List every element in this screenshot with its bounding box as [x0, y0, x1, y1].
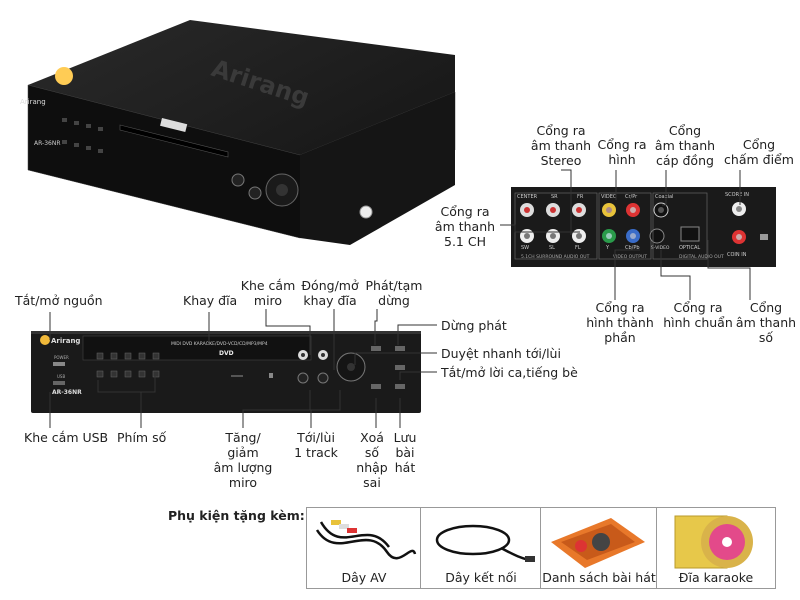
accessory-connect-cable: Dây kết nối	[420, 507, 542, 589]
jack-coaxial-label: Coaxial	[655, 194, 673, 200]
accessory-av-cable-caption: Dây AV	[341, 570, 387, 585]
surround-section-label: 5.1CH SURROUND AUDIO OUT	[521, 254, 590, 260]
accessory-connect-cable-caption: Dây kết nối	[445, 570, 517, 585]
jack-sw-label: SW	[521, 245, 529, 251]
jack-fr-label: FR	[577, 194, 584, 200]
label-usb: Khe cắm USB	[24, 430, 109, 445]
coin-in-label: COIN IN	[727, 252, 747, 258]
label-mic-volume: Tăng/ giảm âm lượng miro	[213, 430, 273, 490]
jack-fl-label: FL	[575, 245, 581, 251]
label-play-pause: Phát/tạm dừng	[365, 278, 423, 308]
label-stop: Dừng phát	[441, 318, 507, 333]
label-power: Tắt/mở nguồn	[15, 293, 103, 308]
svg-text:Arirang: Arirang	[20, 98, 46, 106]
label-stereo-out: Cổng ra âm thanh Stereo	[530, 123, 592, 168]
label-open-close: Đóng/mở khay đĩa	[301, 278, 359, 308]
rear-panel: CENTER SR FR SW SL FL 5.1CH SURROUND AUD…	[511, 187, 776, 267]
accessories-title: Phụ kiện tặng kèm:	[168, 508, 305, 523]
jack-center-label: CENTER	[517, 194, 538, 200]
label-track: Tới/lùi 1 track	[294, 430, 338, 460]
label-tray: Khay đĩa	[183, 293, 238, 308]
accessory-songbook: Danh sách bài hát	[540, 507, 658, 589]
svg-text:AR-36NR: AR-36NR	[34, 140, 61, 147]
usb-label: USB	[57, 374, 65, 379]
label-vocal: Tắt/mở lời ca,tiếng bè	[441, 365, 578, 380]
accessory-songbook-caption: Danh sách bài hát	[542, 570, 656, 585]
label-video-out: Cổng ra hình	[597, 137, 647, 167]
jack-sr-label: SR	[551, 194, 558, 200]
brand-label: Arirang	[51, 337, 80, 345]
dvd-player-photo: Arirang Arirang AR-36NR	[20, 20, 456, 245]
label-numpad: Phím số	[117, 430, 167, 445]
jack-y-label: Y	[605, 245, 610, 251]
accessory-karaoke-disc: Đĩa karaoke	[656, 507, 776, 589]
label-coaxial-out: Cổng âm thanh cáp đồng	[654, 123, 716, 168]
jack-cb-label: Cb/Pb	[625, 245, 640, 251]
jack-optical-label: OPTICAL	[679, 245, 700, 251]
label-score-in: Cổng chấm điểm	[724, 137, 794, 167]
label-optical-out: Cổng âm thanh số	[735, 300, 797, 345]
jack-cr-label: Cr/Pr	[625, 194, 638, 200]
label-clear: Xoá số nhập sai	[356, 430, 388, 490]
label-component-out: Cổng ra hình thành phần	[586, 300, 654, 345]
score-in-label: SCORE IN	[725, 192, 749, 198]
panel-dvd-logo: DVD	[219, 350, 234, 357]
video-section-label: VIDEO OUTPUT	[613, 254, 647, 260]
jack-svideo-label: S-VIDEO	[651, 245, 670, 251]
label-save: Lưu bài hát	[393, 430, 417, 475]
panel-title: MIDI DVD KARAOKE/DVD-VCD/CD/MP3/MP4	[171, 341, 268, 347]
model-label: AR-36NR	[52, 389, 82, 396]
accessory-karaoke-disc-caption: Đĩa karaoke	[678, 570, 754, 585]
label-fast-browse: Duyệt nhanh tới/lùi	[441, 346, 561, 361]
front-panel: Arirang POWER USB AR-36NR MIDI DVD KARAO…	[31, 331, 421, 413]
jack-sl-label: SL	[549, 245, 555, 251]
label-mic-jack: Khe cắm miro	[240, 278, 296, 308]
digital-section-label: DIGITAL AUDIO OUT	[679, 254, 724, 260]
label-surround-out: Cổng ra âm thanh 5.1 CH	[434, 204, 496, 249]
label-svideo-out: Cổng ra hình chuẩn	[663, 300, 733, 330]
accessory-av-cable: Dây AV	[306, 507, 422, 589]
power-label: POWER	[54, 355, 69, 360]
jack-video-label: VIDEO	[601, 194, 617, 200]
